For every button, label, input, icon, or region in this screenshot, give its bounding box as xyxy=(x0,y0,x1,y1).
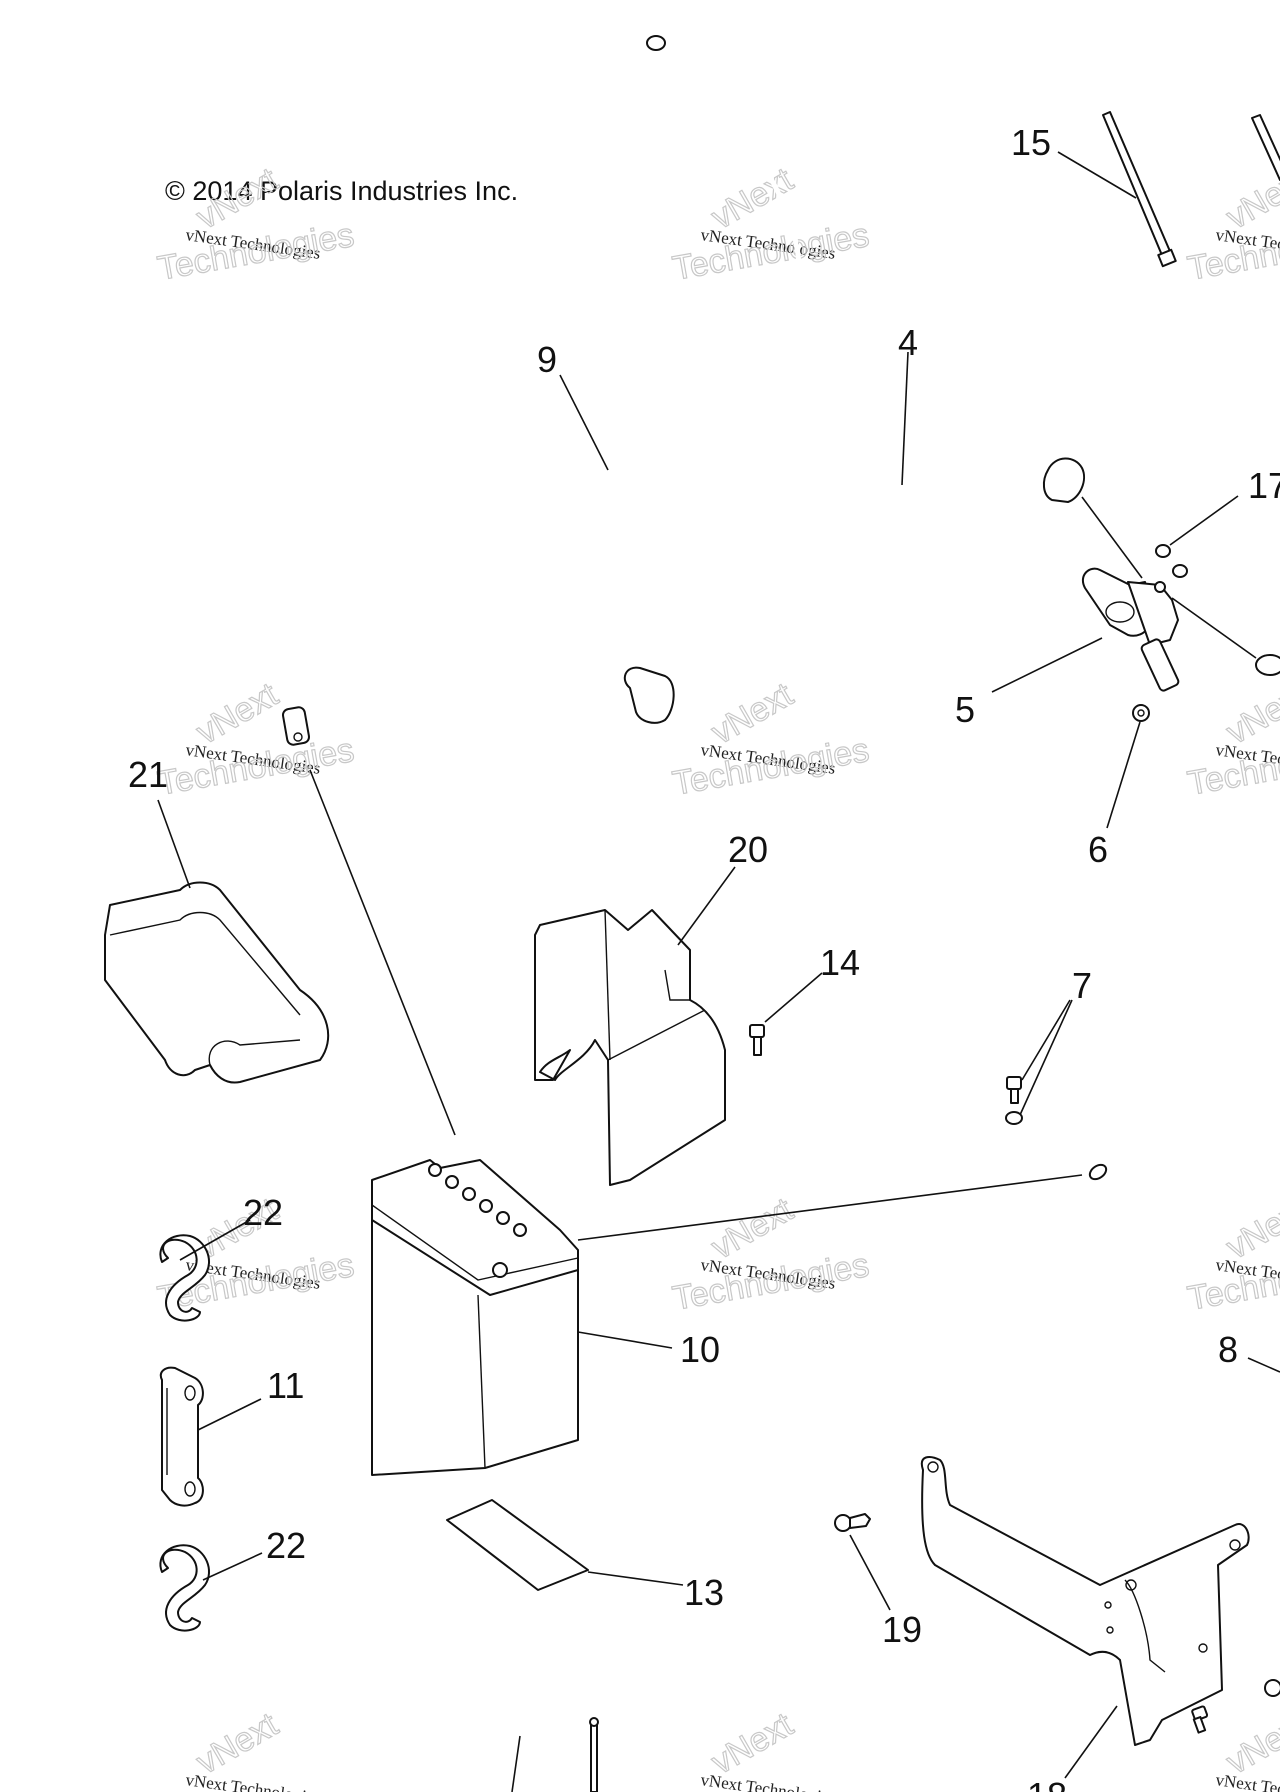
callout-15[interactable]: 15 xyxy=(1011,122,1051,163)
leader-line-22a xyxy=(179,1219,251,1261)
leader-line-13 xyxy=(587,1571,684,1586)
svg-text:Technologies: Technologies xyxy=(155,731,357,803)
leader-line-8b xyxy=(577,1174,1083,1241)
ring-terminal-icon xyxy=(646,35,666,51)
leader-line-4 xyxy=(901,351,909,486)
leader-line-7a xyxy=(1021,999,1071,1081)
part-13-decal[interactable] xyxy=(446,1499,589,1591)
part-21-battery-pad[interactable] xyxy=(104,881,330,1084)
svg-text:vNext Technologies: vNext Technologies xyxy=(699,1770,836,1792)
svg-text:vNext: vNext xyxy=(1220,675,1280,752)
svg-text:Technologies: Technologies xyxy=(155,216,357,288)
leader-line-17 xyxy=(1169,495,1239,546)
callout-19[interactable]: 19 xyxy=(882,1609,922,1650)
callout-13[interactable]: 13 xyxy=(684,1572,724,1613)
svg-text:Technologies: Technologies xyxy=(670,731,872,803)
part-15-rod[interactable] xyxy=(1102,111,1280,268)
leader-line-9b xyxy=(309,769,456,1136)
svg-text:vNext: vNext xyxy=(705,160,800,237)
battery-caps xyxy=(428,1163,527,1278)
svg-text:Technologies: Technologies xyxy=(670,216,872,288)
watermark-layer: vNext vNext Technologies Technologies vN… xyxy=(154,160,1280,1792)
part-bottom-cable[interactable] xyxy=(300,1694,599,1792)
svg-text:vNext Technologies: vNext Technologies xyxy=(184,1770,321,1792)
part-19-push-rivet[interactable] xyxy=(834,1513,871,1532)
part-4-solenoid-cable[interactable] xyxy=(623,457,1086,724)
leader-line-bottom xyxy=(511,1735,521,1792)
callout-22a[interactable]: 22 xyxy=(243,1192,283,1233)
part-5-solenoid[interactable] xyxy=(1081,567,1180,692)
part-18-mounting-bracket[interactable] xyxy=(920,1456,1250,1746)
part-22-s-hook[interactable] xyxy=(159,1234,210,1322)
callout-22b[interactable]: 22 xyxy=(266,1525,306,1566)
part-8-ground-cable[interactable] xyxy=(1087,927,1280,1182)
watermark: vNext vNext Technologies Technologies xyxy=(154,675,357,804)
callout-11[interactable]: 11 xyxy=(267,1365,304,1406)
part-20-battery-holder[interactable] xyxy=(534,909,726,1186)
leader-line-14 xyxy=(764,972,823,1023)
callout-6[interactable]: 6 xyxy=(1088,829,1108,870)
watermark: vNext vNext Technologies xyxy=(1214,1705,1280,1792)
copyright-text: © 2014 Polaris Industries Inc. xyxy=(165,176,518,206)
callout-4[interactable]: 4 xyxy=(898,322,918,363)
callout-9[interactable]: 9 xyxy=(537,339,557,380)
svg-text:vNext: vNext xyxy=(190,1705,285,1782)
part-9-battery-cable[interactable] xyxy=(281,35,802,783)
leader-line-5 xyxy=(991,637,1103,693)
terminal-boot-icon xyxy=(1042,457,1086,503)
watermark: vNext vNext Technologies Technologies xyxy=(669,1190,872,1319)
leader-line-22b xyxy=(202,1552,263,1581)
watermark: vNext vNext Technologies Technologies xyxy=(669,675,872,804)
callout-5[interactable]: 5 xyxy=(955,689,975,730)
svg-text:vNext: vNext xyxy=(705,1190,800,1267)
part-6-bolt[interactable] xyxy=(1132,704,1150,722)
leader-line-19 xyxy=(849,1534,891,1611)
terminal-boot-icon xyxy=(623,666,675,724)
callout-14[interactable]: 14 xyxy=(820,942,860,983)
ring-terminal-icon xyxy=(1088,1163,1108,1181)
svg-text:vNext: vNext xyxy=(190,160,285,237)
callout-8[interactable]: 8 xyxy=(1218,1329,1238,1370)
leader-line-6 xyxy=(1106,721,1141,829)
leader-line-8 xyxy=(1247,1357,1280,1373)
leader-line-11 xyxy=(197,1398,262,1431)
svg-text:vNext: vNext xyxy=(1220,1705,1280,1782)
svg-text:vNext: vNext xyxy=(705,1705,800,1782)
watermark: vNext vNext Technologies xyxy=(699,1705,836,1792)
svg-text:vNext: vNext xyxy=(705,675,800,752)
svg-text:vNext: vNext xyxy=(1220,1190,1280,1267)
ring-terminal-icon xyxy=(281,706,311,746)
callout-21[interactable]: 21 xyxy=(128,754,168,795)
callout-7[interactable]: 7 xyxy=(1072,965,1092,1006)
callout-10[interactable]: 10 xyxy=(680,1329,720,1370)
watermark: vNext vNext Technologies Technologies xyxy=(1184,160,1280,289)
leader-line-7b xyxy=(1019,999,1073,1116)
svg-text:vNext Technologies: vNext Technologies xyxy=(1214,1770,1280,1792)
part-10-battery[interactable] xyxy=(371,1159,579,1476)
svg-text:vNext: vNext xyxy=(190,675,285,752)
leader-line-9 xyxy=(559,374,609,471)
leader-line-10 xyxy=(577,1331,673,1349)
callout-20[interactable]: 20 xyxy=(728,829,768,870)
leader-line-18 xyxy=(1064,1705,1118,1779)
svg-text:vNext: vNext xyxy=(1220,160,1280,237)
part-11-strap-link[interactable] xyxy=(159,1366,204,1507)
part-22-s-hook[interactable] xyxy=(159,1544,210,1632)
leader-line-15 xyxy=(1057,151,1137,199)
ring-terminal-icon xyxy=(1255,654,1280,676)
bracket-bolts[interactable] xyxy=(1191,1679,1280,1734)
leader-line-20 xyxy=(677,866,736,946)
leader-line-5a xyxy=(1081,496,1143,579)
leader-line-5b xyxy=(1171,597,1257,659)
watermark: vNext vNext Technologies Technologies xyxy=(1184,1190,1280,1319)
part-7-bolt-nut[interactable] xyxy=(1005,1076,1023,1125)
callout-18[interactable]: 18 xyxy=(1027,1775,1067,1792)
part-17-nut[interactable] xyxy=(1155,544,1188,578)
part-14-bolt[interactable] xyxy=(749,1024,765,1056)
leader-line-21 xyxy=(157,799,191,889)
watermark: vNext vNext Technologies Technologies xyxy=(1184,675,1280,804)
svg-text:Technologies: Technologies xyxy=(670,1246,872,1318)
callout-17[interactable]: 17 xyxy=(1248,465,1280,506)
